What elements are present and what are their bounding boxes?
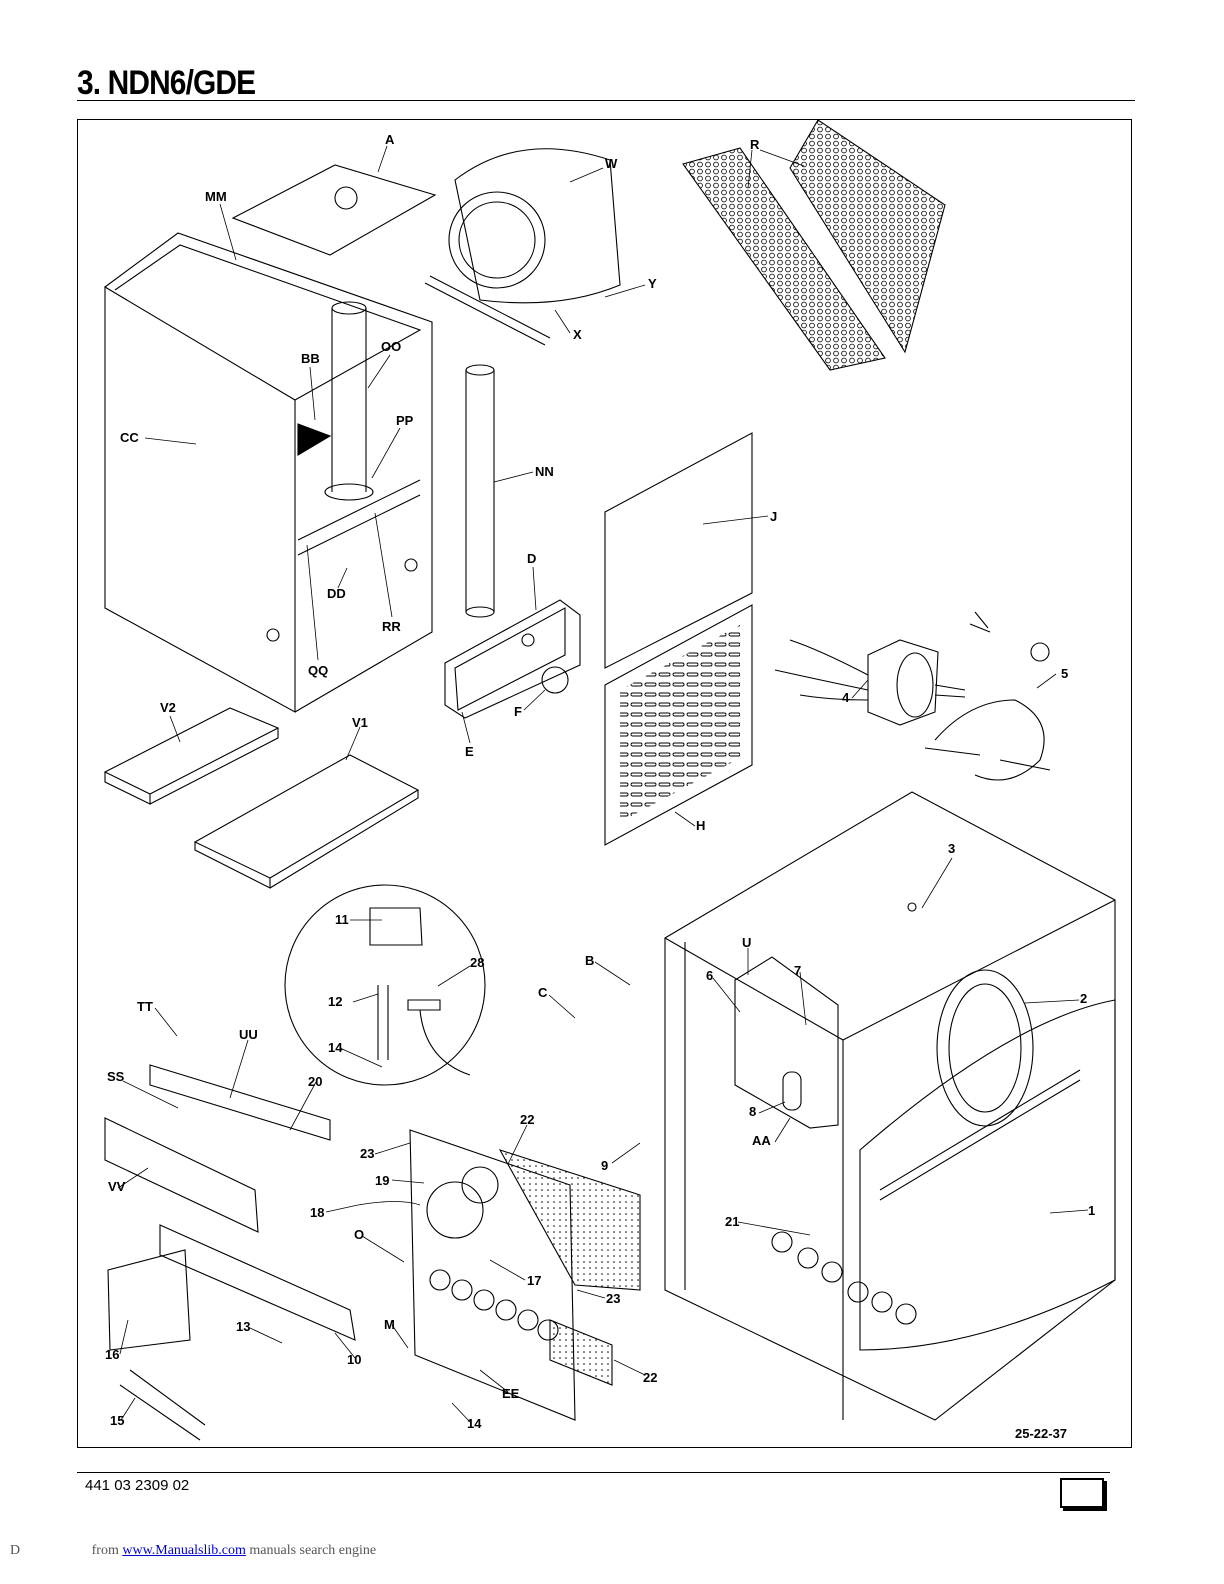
callout-label: 8 [749, 1104, 756, 1119]
callout-label: 14 [328, 1040, 343, 1055]
document-number: 441 03 2309 02 [85, 1477, 189, 1494]
callout-label: 13 [236, 1319, 250, 1334]
callout-label: Y [648, 276, 657, 291]
callout-label: 23 [606, 1291, 620, 1306]
callout-label: SS [107, 1069, 125, 1084]
blower-housing [455, 149, 620, 303]
callout-label: 19 [375, 1173, 389, 1188]
callout-label: CC [120, 430, 139, 445]
callout-label: AA [752, 1133, 771, 1148]
callout-label: RR [382, 619, 401, 634]
callout-label: 17 [527, 1273, 541, 1288]
callout-label: PP [396, 413, 414, 428]
watermark-lead: D [10, 1543, 20, 1558]
callout-label: 23 [360, 1146, 374, 1161]
callout-label: UU [239, 1027, 258, 1042]
callout-label: 28 [470, 955, 484, 970]
callout-label: E [465, 744, 474, 759]
callout-label: V1 [352, 715, 368, 730]
control-board [735, 957, 838, 1128]
callout-label: 1 [1088, 1203, 1095, 1218]
watermark: D from www.Manualslib.com manuals search… [10, 1543, 376, 1559]
callout-label: F [514, 704, 522, 719]
callout-label: 21 [725, 1214, 739, 1229]
callout-label: 14 [467, 1416, 482, 1431]
watermark-from: from [92, 1543, 119, 1558]
callout-label: 7 [794, 963, 801, 978]
callout-label: M [384, 1317, 395, 1332]
callout-label: 2 [1080, 991, 1087, 1006]
callout-label: V2 [160, 700, 176, 715]
figure-id: 25-22-37 [1015, 1426, 1067, 1441]
burner-box-top [150, 1065, 330, 1140]
callout-label: X [573, 327, 582, 342]
blower-motor [868, 640, 938, 725]
top-panel [233, 165, 435, 255]
callout-label: 22 [643, 1370, 657, 1385]
callout-label: H [696, 818, 705, 833]
manualslib-link[interactable]: www.Manualslib.com [122, 1543, 246, 1558]
collector-box [445, 600, 580, 718]
footer-rule [77, 1472, 1110, 1473]
callout-label: 6 [706, 968, 713, 983]
vent-pipe-nn [466, 370, 494, 612]
callout-label: J [770, 509, 777, 524]
callout-label: NN [535, 464, 554, 479]
callout-label: VV [108, 1179, 126, 1194]
gas-valve [108, 1250, 190, 1350]
callout-label: D [527, 551, 536, 566]
callout-label: EE [502, 1386, 520, 1401]
callout-label: 20 [308, 1074, 322, 1089]
vent-pipe-oo [332, 308, 366, 492]
callout-label: W [605, 156, 618, 171]
callout-label: 12 [328, 994, 342, 1009]
callout-label: TT [137, 999, 153, 1014]
callout-label: MM [205, 189, 227, 204]
callout-label: QQ [308, 663, 328, 678]
cabinet-assembly [665, 792, 1115, 1420]
casing-side [105, 287, 295, 712]
callout-label: C [538, 985, 548, 1000]
callout-label: 5 [1061, 666, 1068, 681]
callout-label: DD [327, 586, 346, 601]
callout-label: OO [381, 339, 401, 354]
callout-label: 4 [842, 690, 850, 705]
callout-label: A [385, 132, 395, 147]
callout-label: R [750, 137, 760, 152]
callout-label: 11 [335, 912, 349, 927]
page-number-box [1060, 1478, 1104, 1508]
detail-inset-circle [285, 885, 485, 1085]
callout-label: 9 [601, 1158, 608, 1173]
watermark-tail: manuals search engine [249, 1543, 376, 1558]
callout-label: U [742, 935, 751, 950]
callout-label: 22 [520, 1112, 534, 1127]
callout-label: 16 [105, 1347, 119, 1362]
drip-pan-v1 [195, 755, 418, 878]
callout-label: 15 [110, 1413, 124, 1428]
callout-label: 3 [948, 841, 955, 856]
callout-label: 18 [310, 1205, 324, 1220]
callout-label: B [585, 953, 594, 968]
callout-label: O [354, 1227, 364, 1242]
callout-label: 10 [347, 1352, 361, 1367]
callout-label: BB [301, 351, 320, 366]
